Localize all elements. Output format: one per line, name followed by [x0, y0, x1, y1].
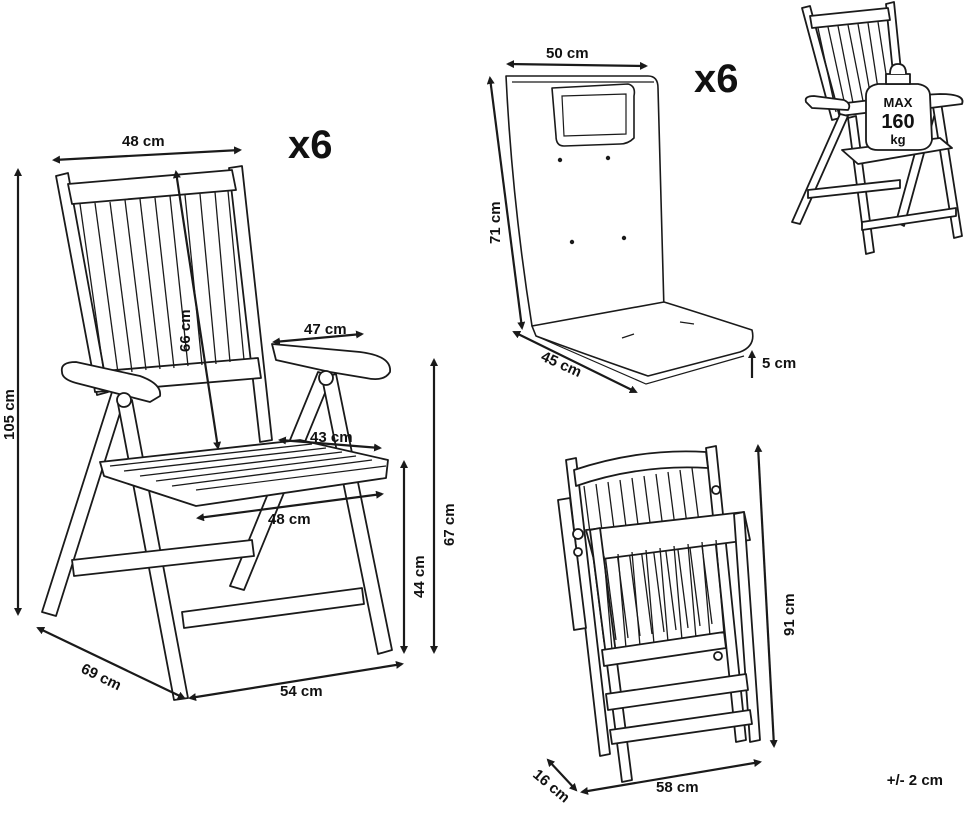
load-badge-max: MAX: [884, 95, 913, 110]
load-illustration: [791, 1, 964, 255]
chair-left-front-leg: [41, 391, 127, 617]
arrow-width: [188, 661, 404, 701]
label-armrest-height: 67 cm: [441, 503, 458, 546]
chair-right-pivot: [318, 370, 334, 386]
chair-foot-crossbar: [181, 587, 365, 629]
arrow-seat-depth: [278, 436, 382, 452]
chair-drawing: [41, 165, 393, 701]
chair-dimension-arrows: [14, 146, 438, 701]
arrow-back-height: [172, 170, 222, 450]
folded-chair-drawing: [557, 445, 761, 783]
folded-dimension-arrows: [546, 444, 778, 795]
arrow-folded-depth: [546, 758, 578, 792]
label-cushion-width: 50 cm: [546, 45, 589, 62]
label-seat-depth: 43 cm: [310, 429, 353, 446]
chair-right-rear-leg: [321, 373, 393, 655]
label-back-height: 66 cm: [177, 309, 194, 352]
label-seat-height: 44 cm: [411, 555, 428, 598]
label-folded-height: 91 cm: [781, 593, 798, 636]
label-cushion-seat-depth: 45 cm: [538, 348, 584, 381]
cushion-dimension-arrows: [486, 60, 756, 393]
arrow-armrest-length: [272, 330, 364, 346]
label-width: 54 cm: [280, 683, 323, 700]
chair-left-armrest: [60, 361, 162, 403]
load-badge-value: 160: [881, 111, 914, 133]
cushion-headrest: [551, 83, 636, 147]
arrow-depth: [36, 626, 186, 700]
label-cushion-back-length: 71 cm: [487, 201, 504, 244]
label-cushion-thickness: 5 cm: [762, 355, 796, 372]
weight-icon: [865, 83, 933, 151]
cushion-quantity: x6: [694, 57, 739, 101]
chair-left-pivot: [116, 392, 132, 408]
arrow-seat-width: [196, 490, 384, 522]
chair-right-armrest: [271, 343, 391, 381]
label-folded-depth: 16 cm: [529, 766, 573, 806]
chair-lower-crossbar: [71, 539, 255, 577]
arrow-back-width: [52, 146, 242, 164]
chair-quantity: x6: [288, 123, 333, 167]
chair-right-back-post: [228, 165, 273, 443]
label-total-height: 105 cm: [1, 389, 18, 440]
arrow-cushion-seat-depth: [512, 331, 638, 393]
chair-back-top-rail: [67, 169, 237, 205]
chair-left-back-post: [55, 172, 109, 396]
tolerance-note: +/- 2 cm: [886, 772, 943, 789]
arrow-cushion-back-length: [486, 76, 526, 330]
label-armrest-length: 47 cm: [304, 321, 347, 338]
label-back-width: 48 cm: [122, 133, 165, 150]
load-badge-unit: kg: [890, 132, 905, 147]
chair-back-slats: [79, 190, 245, 375]
cushion-drawing: [505, 75, 754, 385]
arrow-cushion-width: [506, 60, 648, 70]
arrow-folded-height: [754, 444, 778, 748]
chair-seat-slats: [109, 443, 373, 487]
arrow-folded-width: [580, 759, 762, 795]
label-seat-width: 48 cm: [268, 511, 311, 528]
label-folded-width: 58 cm: [656, 779, 699, 796]
